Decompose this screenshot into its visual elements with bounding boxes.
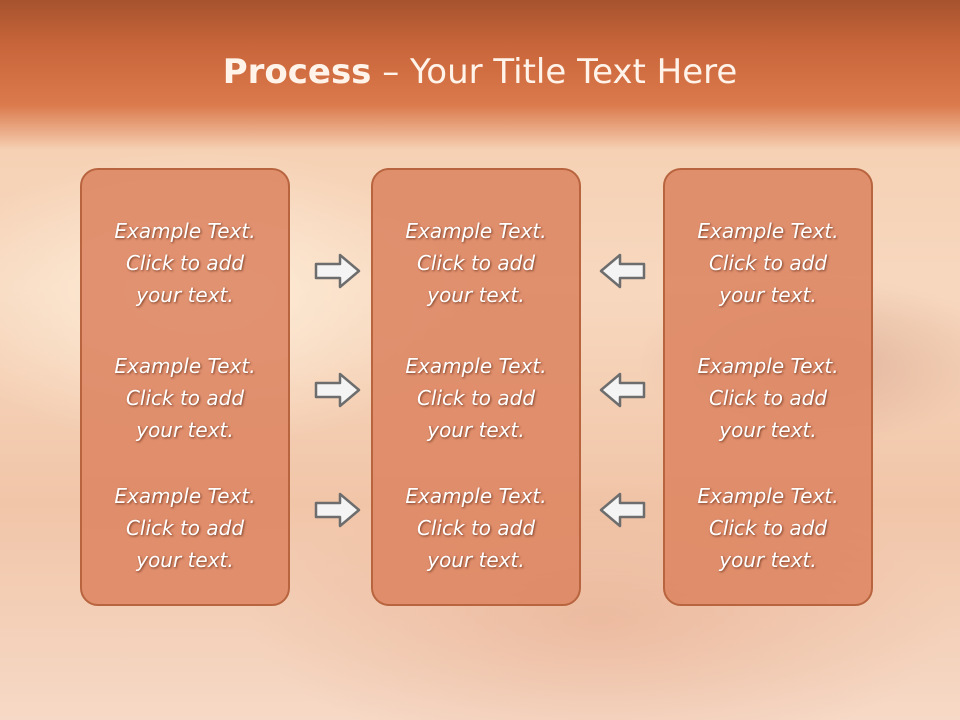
text-line: Example Text. bbox=[697, 219, 839, 243]
text-block[interactable]: Example Text. Click to add your text. bbox=[82, 480, 288, 576]
text-line: your text. bbox=[719, 548, 817, 572]
text-block[interactable]: Example Text. Click to add your text. bbox=[82, 350, 288, 446]
middle-text-box[interactable]: Example Text. Click to add your text. Ex… bbox=[371, 168, 581, 606]
text-line: Click to add bbox=[416, 516, 536, 540]
text-line: your text. bbox=[136, 283, 234, 307]
text-line: Click to add bbox=[416, 251, 536, 275]
text-block[interactable]: Example Text. Click to add your text. bbox=[82, 215, 288, 311]
text-line: Click to add bbox=[416, 386, 536, 410]
left-arrow-icon bbox=[599, 253, 646, 289]
title-rest: – Your Title Text Here bbox=[371, 52, 738, 92]
text-line: Example Text. bbox=[405, 354, 547, 378]
text-line: your text. bbox=[427, 283, 525, 307]
text-line: Click to add bbox=[708, 386, 828, 410]
text-line: Example Text. bbox=[114, 484, 256, 508]
text-block[interactable]: Example Text. Click to add your text. bbox=[373, 350, 579, 446]
right-text-box[interactable]: Example Text. Click to add your text. Ex… bbox=[663, 168, 873, 606]
text-line: Example Text. bbox=[114, 354, 256, 378]
left-arrow-icon bbox=[599, 492, 646, 528]
title-bold: Process bbox=[222, 52, 372, 92]
text-line: your text. bbox=[427, 548, 525, 572]
text-block[interactable]: Example Text. Click to add your text. bbox=[665, 480, 871, 576]
text-block[interactable]: Example Text. Click to add your text. bbox=[665, 350, 871, 446]
text-line: Example Text. bbox=[405, 484, 547, 508]
text-line: Example Text. bbox=[114, 219, 256, 243]
text-line: Click to add bbox=[125, 251, 245, 275]
text-line: your text. bbox=[719, 418, 817, 442]
title-bar bbox=[0, 0, 960, 150]
text-line: your text. bbox=[136, 548, 234, 572]
right-arrow-icon bbox=[314, 372, 361, 408]
text-line: Click to add bbox=[708, 516, 828, 540]
text-line: your text. bbox=[427, 418, 525, 442]
left-arrow-icon bbox=[599, 372, 646, 408]
right-arrow-icon bbox=[314, 492, 361, 528]
text-line: Click to add bbox=[125, 386, 245, 410]
text-line: Example Text. bbox=[697, 484, 839, 508]
slide-title[interactable]: Process – Your Title Text Here bbox=[0, 52, 960, 92]
text-block[interactable]: Example Text. Click to add your text. bbox=[373, 215, 579, 311]
text-line: your text. bbox=[136, 418, 234, 442]
text-line: Example Text. bbox=[697, 354, 839, 378]
text-line: Click to add bbox=[125, 516, 245, 540]
right-arrow-icon bbox=[314, 253, 361, 289]
text-block[interactable]: Example Text. Click to add your text. bbox=[373, 480, 579, 576]
left-text-box[interactable]: Example Text. Click to add your text. Ex… bbox=[80, 168, 290, 606]
text-line: your text. bbox=[719, 283, 817, 307]
text-block[interactable]: Example Text. Click to add your text. bbox=[665, 215, 871, 311]
text-line: Example Text. bbox=[405, 219, 547, 243]
text-line: Click to add bbox=[708, 251, 828, 275]
